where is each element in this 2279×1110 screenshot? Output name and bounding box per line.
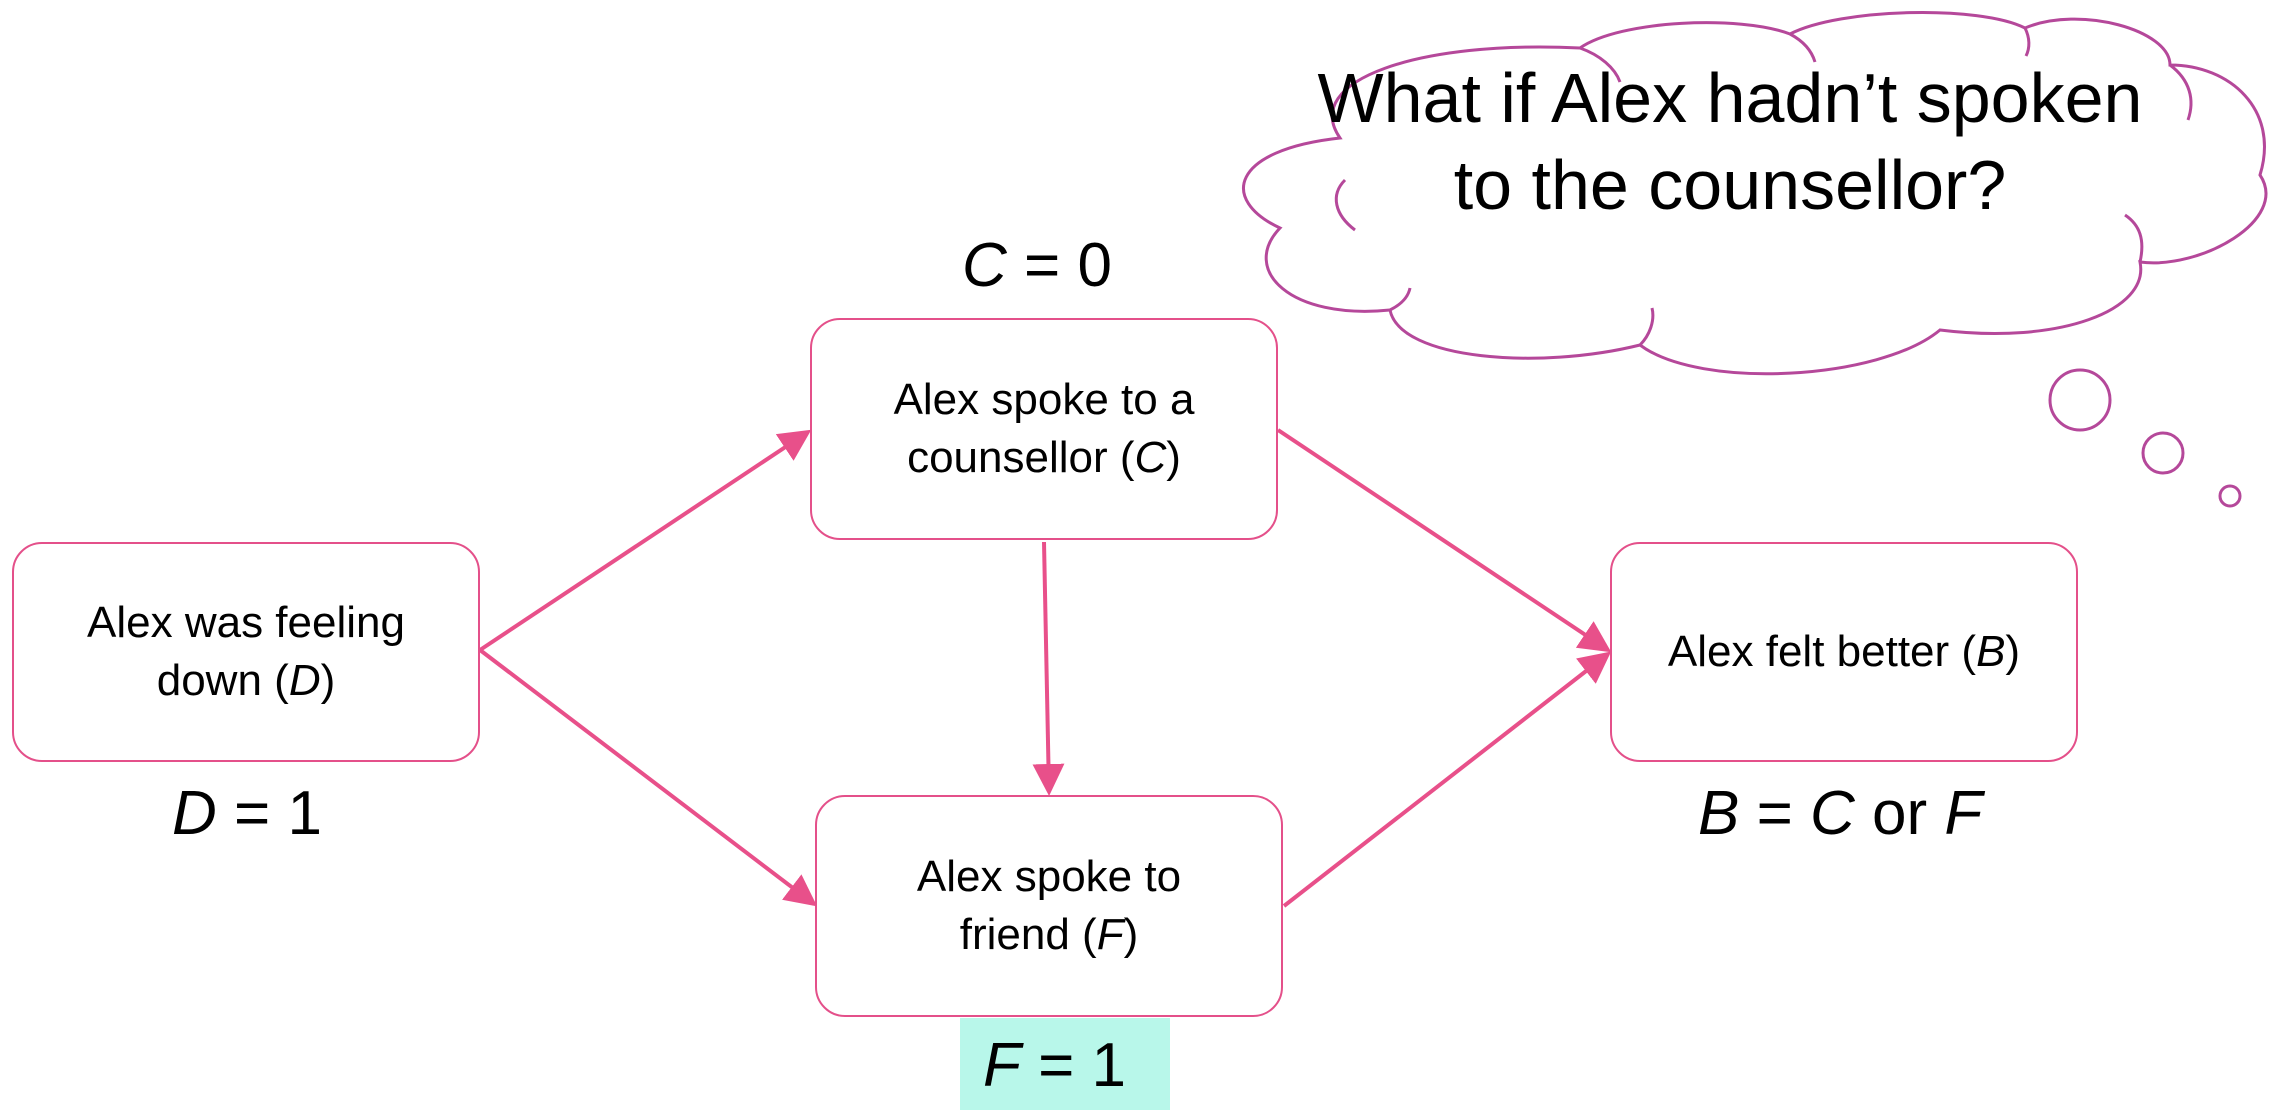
edge-f-to-b <box>1282 651 1612 908</box>
node-felt-better-label: Alex felt better (B) <box>1667 627 2021 676</box>
node-feeling-down-label: Alex was feeling down (D) <box>87 598 405 705</box>
f-value-highlight <box>960 1018 1170 1110</box>
edge-c-to-f <box>1032 541 1065 796</box>
equation-b: B = C or F <box>1698 779 1983 848</box>
node-friend: Alex spoke to friend (F) <box>815 795 1283 1017</box>
thought-circle-small <box>2218 484 2242 508</box>
node-counsellor: Alex spoke to a counsellor (C) <box>810 318 1278 540</box>
edge-d-to-f <box>478 648 818 907</box>
node-felt-better: Alex felt better (B) <box>1610 542 2078 762</box>
thought-circle-medium <box>2141 431 2185 475</box>
equation-f: F = 1 <box>983 1031 1127 1100</box>
edge-c-to-b <box>1276 428 1612 653</box>
thought-cloud <box>1242 10 2268 508</box>
thought-circle-large <box>2048 368 2112 432</box>
thought-bubble-text: What if Alex hadn’t spoken to the counse… <box>1317 59 2143 224</box>
equation-d: D = 1 <box>172 779 322 848</box>
equation-c: C = 0 <box>962 231 1112 300</box>
node-friend-label: Alex spoke to friend (F) <box>916 852 1182 959</box>
node-counsellor-label: Alex spoke to a counsellor (C) <box>893 375 1195 482</box>
edge-d-to-c <box>478 429 812 652</box>
node-feeling-down: Alex was feeling down (D) <box>12 542 480 762</box>
